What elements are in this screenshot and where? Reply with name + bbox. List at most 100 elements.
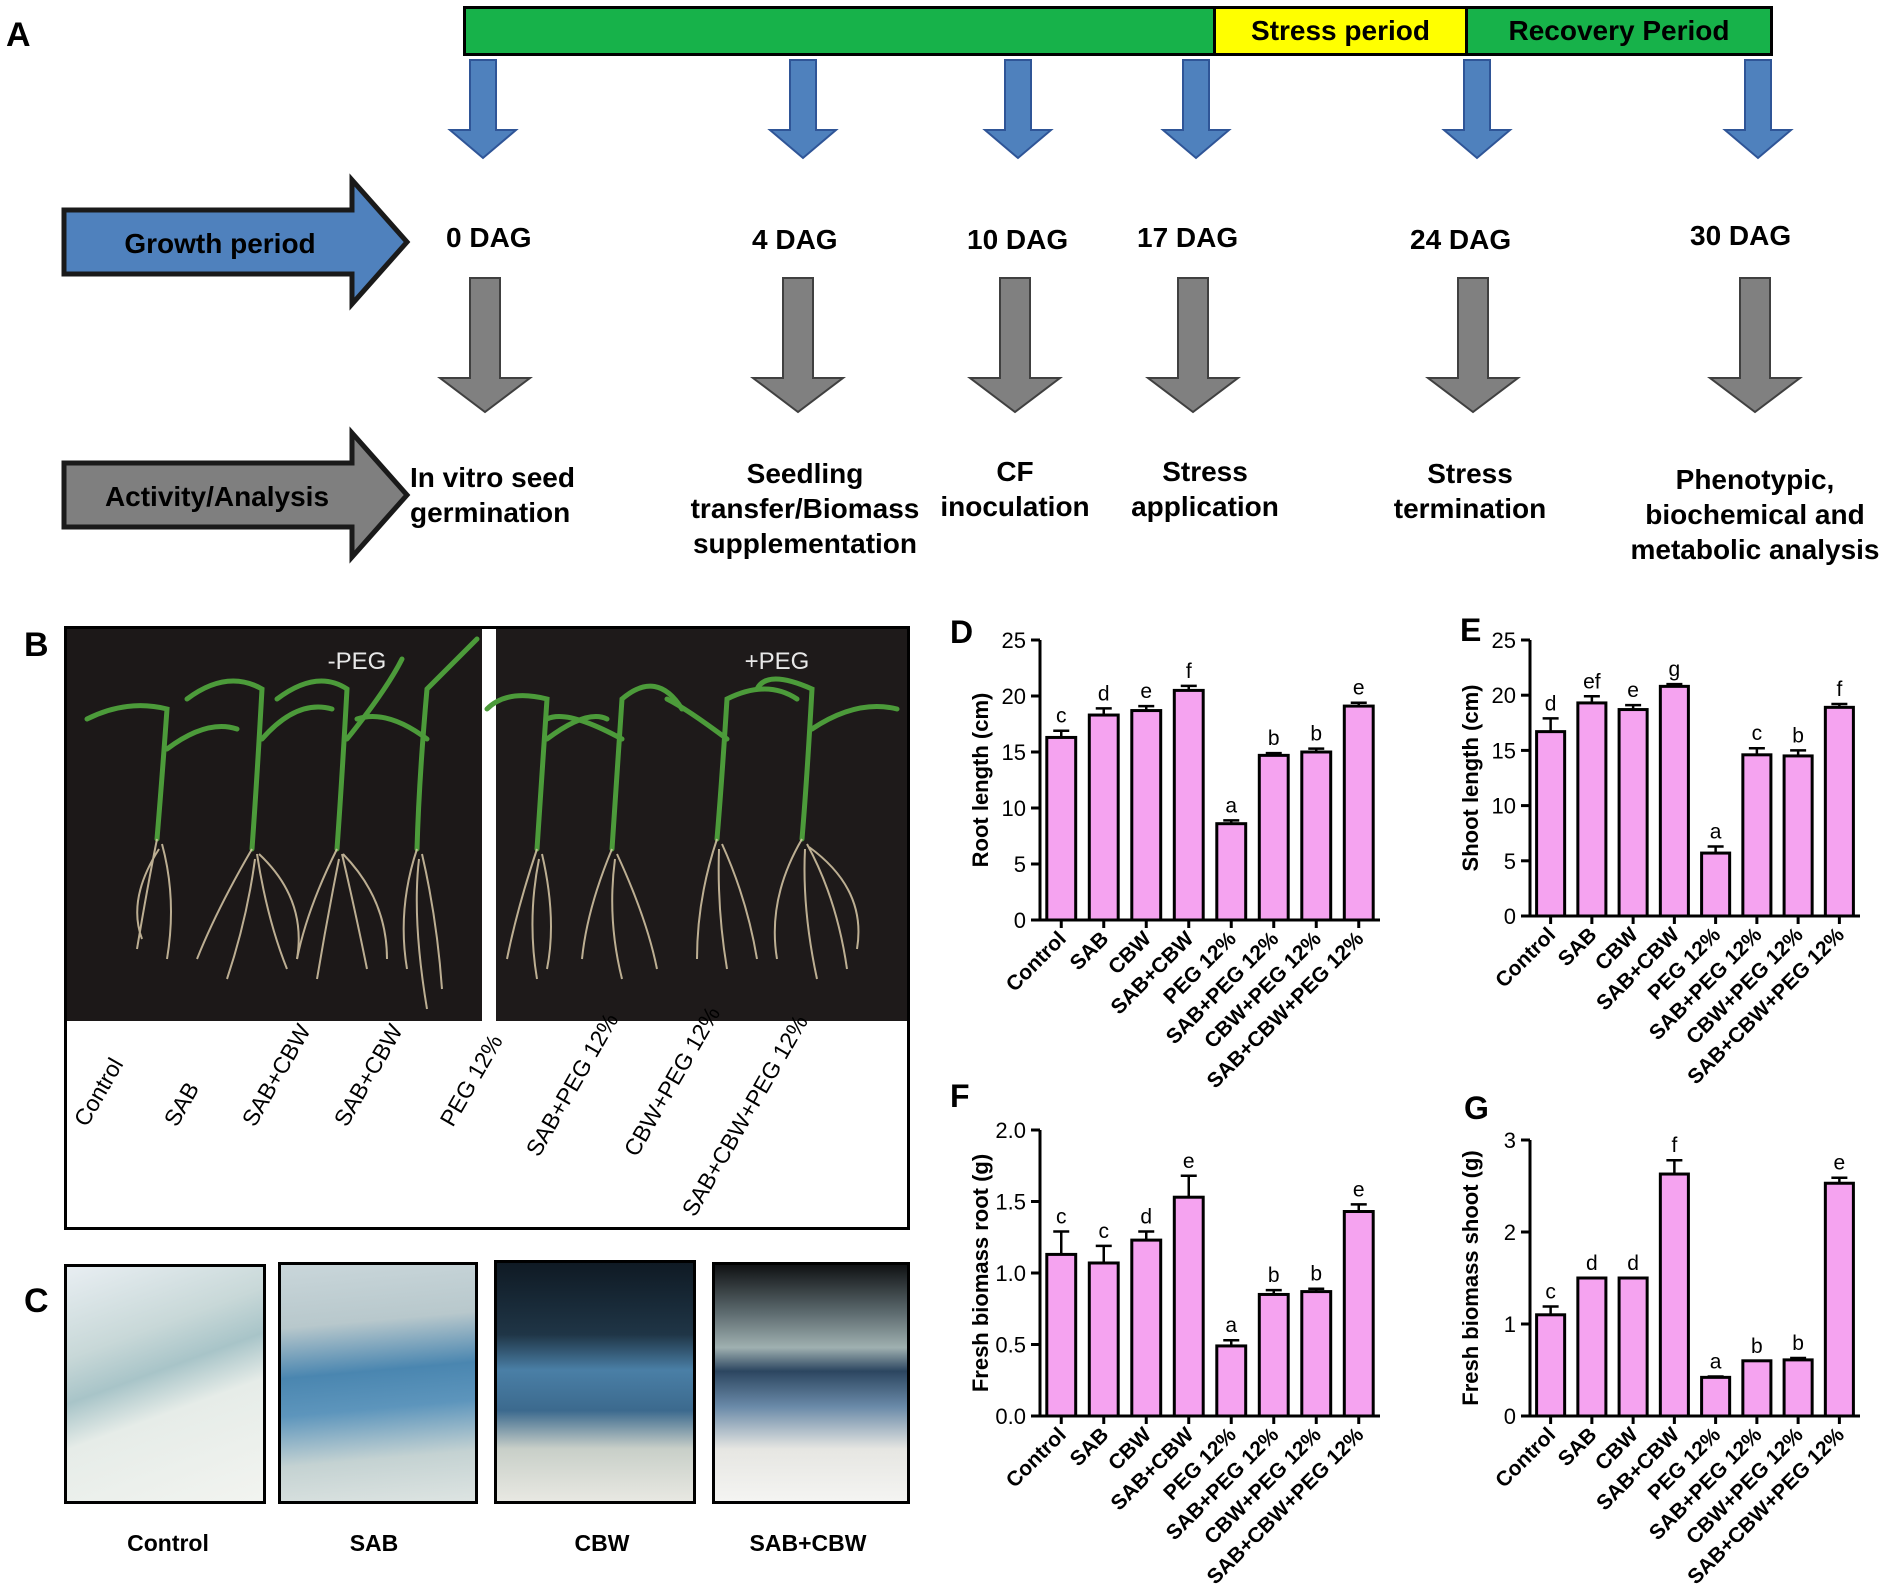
bar-e	[1700, 851, 1732, 918]
significance-letter-g: f	[1671, 1134, 1677, 1157]
bar-g	[1782, 1358, 1814, 1418]
dag-4: 4 DAG	[752, 224, 838, 255]
photo-c-label-cbw: CBW	[574, 1530, 630, 1556]
significance-letter-g: a	[1710, 1350, 1722, 1373]
significance-letter-d: c	[1056, 705, 1067, 728]
bar-f	[1342, 1210, 1375, 1418]
y-tick-label-g: 2	[1504, 1220, 1516, 1245]
bar-g	[1535, 1313, 1567, 1418]
bar-e	[1617, 708, 1649, 918]
y-tick-label-d: 5	[1014, 852, 1026, 877]
y-tick-label-g: 1	[1504, 1312, 1516, 1337]
y-tick-label-e: 10	[1492, 794, 1516, 819]
blue-arrow-10	[982, 59, 1054, 160]
bar-g	[1576, 1276, 1608, 1418]
significance-letter-f: b	[1310, 1263, 1322, 1286]
photo-c-label-control: Control	[127, 1530, 209, 1556]
growth-period-arrow	[61, 173, 411, 311]
dag-30: 30 DAG	[1690, 220, 1792, 251]
significance-letter-d: b	[1268, 727, 1280, 750]
activity-24: Stress termination	[1393, 458, 1547, 524]
significance-letter-f: c	[1056, 1206, 1067, 1229]
significance-letter-e: a	[1710, 820, 1722, 843]
bar-f	[1045, 1252, 1078, 1418]
significance-letter-d: d	[1098, 682, 1110, 705]
bar-f	[1300, 1290, 1333, 1418]
bar-e	[1576, 701, 1608, 918]
bar-e	[1535, 730, 1567, 918]
growth-period-label: Growth period	[124, 228, 316, 259]
significance-letter-d: e	[1140, 680, 1152, 703]
y-tick-label-d: 10	[1002, 796, 1026, 821]
significance-letter-f: e	[1353, 1178, 1365, 1201]
x-tick-label-g: SAB	[1554, 1423, 1602, 1471]
significance-letter-f: c	[1099, 1220, 1110, 1243]
y-tick-label-e: 25	[1492, 628, 1516, 653]
panel-label-a: A	[6, 16, 31, 54]
plus-peg-label: +PEG	[745, 648, 810, 675]
blue-arrow-4	[767, 59, 839, 160]
significance-letter-g: b	[1792, 1332, 1804, 1355]
y-tick-label-g: 0	[1504, 1404, 1516, 1429]
activity-analysis-arrow	[61, 426, 411, 564]
dag-0: 0 DAG	[446, 222, 532, 253]
y-axis-label-e: Shoot length (cm)	[1458, 685, 1483, 872]
bar-e	[1823, 705, 1855, 918]
panel-label-b: B	[24, 626, 49, 664]
gray-arrow-17	[1145, 277, 1241, 414]
panel-label-g: G	[1464, 1090, 1489, 1126]
bar-g	[1617, 1276, 1649, 1418]
panel-label-e: E	[1460, 612, 1482, 648]
significance-letter-f: e	[1183, 1150, 1195, 1173]
y-tick-label-d: 0	[1014, 908, 1026, 933]
significance-letter-g: e	[1834, 1152, 1846, 1175]
blue-arrow-0	[447, 59, 519, 160]
y-tick-label-f: 0.0	[995, 1404, 1026, 1429]
bar-d	[1300, 750, 1333, 922]
bar-f	[1215, 1344, 1248, 1418]
significance-letter-f: a	[1225, 1314, 1237, 1337]
panel-label-d: D	[950, 614, 974, 650]
y-tick-label-e: 5	[1504, 849, 1516, 874]
significance-letter-g: b	[1751, 1335, 1763, 1358]
significance-letter-e: ef	[1583, 670, 1601, 693]
significance-letter-e: c	[1752, 722, 1763, 745]
y-tick-label-e: 15	[1492, 738, 1516, 763]
significance-letter-g: d	[1586, 1252, 1598, 1275]
gray-arrow-24	[1425, 277, 1521, 414]
bar-f	[1130, 1238, 1163, 1418]
x-tick-label-g: Control	[1491, 1423, 1560, 1492]
blue-arrow-24	[1441, 59, 1513, 160]
x-tick-label-d: SAB	[1066, 927, 1114, 975]
minus-peg-label: -PEG	[328, 648, 387, 675]
timeline-arrows	[61, 59, 1803, 564]
activity-10: CF inoculation	[940, 456, 1090, 522]
x-tick-label-e: SAB	[1554, 923, 1602, 971]
gray-arrow-4	[750, 277, 846, 414]
significance-letter-g: d	[1627, 1252, 1639, 1275]
bar-d	[1172, 688, 1205, 922]
bar-g	[1823, 1181, 1855, 1418]
significance-letter-d: e	[1353, 677, 1365, 700]
bar-g	[1658, 1172, 1690, 1418]
photo-c-label-sab: SAB	[349, 1530, 399, 1556]
bar-f	[1172, 1195, 1205, 1418]
y-tick-label-d: 15	[1002, 740, 1026, 765]
bar-d	[1215, 822, 1248, 922]
y-tick-label-d: 20	[1002, 684, 1026, 709]
y-tick-label-d: 25	[1002, 628, 1026, 653]
root-micrograph-control	[64, 1264, 266, 1504]
significance-letter-f: d	[1140, 1206, 1152, 1229]
bar-d	[1045, 735, 1078, 922]
activity-analysis-label: Activity/Analysis	[104, 481, 330, 512]
x-tick-label-d: Control	[1002, 927, 1071, 996]
y-tick-label-g: 3	[1504, 1128, 1516, 1153]
y-axis-label-g: Fresh biomass shoot (g)	[1458, 1150, 1483, 1405]
significance-letter-e: d	[1545, 692, 1557, 715]
blue-arrow-17	[1160, 59, 1232, 160]
bar-d	[1130, 709, 1163, 922]
stress-period-bar: Stress period	[1213, 6, 1468, 56]
panel-label-f: F	[950, 1078, 970, 1114]
